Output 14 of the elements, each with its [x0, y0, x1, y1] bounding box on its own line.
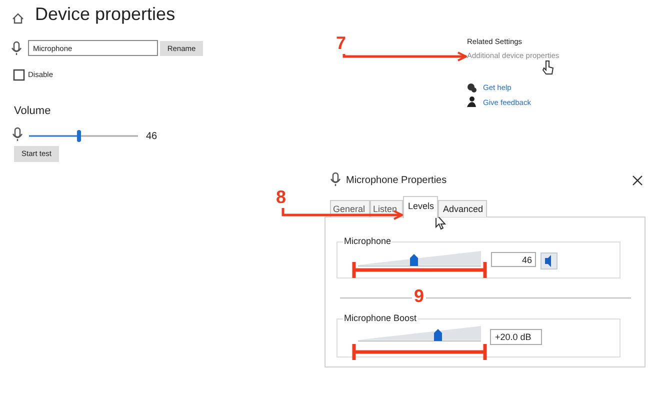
level-field: 46 [491, 252, 536, 267]
callout-number: 8 [276, 186, 290, 208]
arrow [342, 52, 467, 62]
dialog-title: Microphone Properties [346, 175, 447, 186]
group-label: Microphone [343, 236, 392, 246]
tab: Advanced [438, 200, 487, 217]
group-label: Microphone Boost [343, 313, 418, 323]
section-heading: Volume [14, 105, 51, 117]
arrow [282, 208, 403, 220]
page-title: Device properties [35, 4, 176, 25]
boost-field: +20.0 dB [490, 329, 542, 345]
volume-value: 46 [146, 131, 158, 142]
callout-number: 7 [336, 32, 350, 54]
tab: Levels [403, 196, 438, 218]
